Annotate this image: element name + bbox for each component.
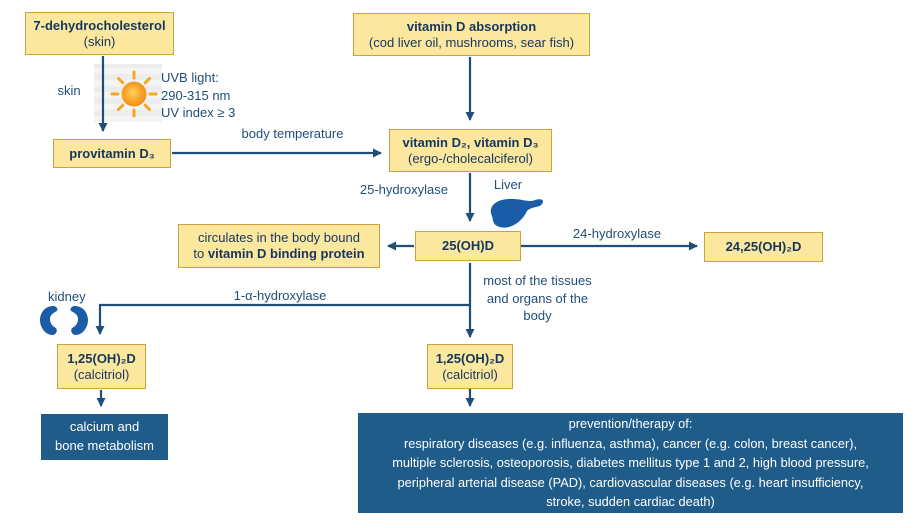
box-line: vitamin D₂, vitamin D₃ [402, 134, 539, 150]
sun-icon [110, 70, 158, 118]
box-line: to vitamin D binding protein [193, 246, 364, 262]
arrow-25ohd-to-calcitriol-left [95, 303, 470, 335]
box-2425ohd: 24,25(OH)₂D [704, 232, 823, 262]
kidney-icon [40, 306, 88, 335]
liver-icon [490, 198, 544, 228]
box-25ohd: 25(OH)D [415, 231, 521, 261]
box-line: 24,25(OH)₂D [725, 239, 802, 255]
box-line: (calcitriol) [442, 366, 498, 382]
label-tissues-line: and organs of the [486, 290, 589, 306]
box-vitamin-d-absorption: vitamin D absorption (cod liver oil, mus… [353, 13, 590, 56]
box-line: (ergo-/cholecalciferol) [408, 150, 533, 166]
label-liver: Liver [493, 177, 523, 192]
prevention-line: peripheral arterial disease (PAD), cardi… [397, 474, 864, 490]
prevention-line: multiple sclerosis, osteoporosis, diabet… [392, 455, 869, 471]
box-line: calcium and [69, 419, 140, 435]
box-line: bone metabolism [55, 438, 154, 453]
prevention-line: respiratory diseases (e.g. influenza, as… [403, 435, 858, 451]
prevention-line: stroke, sudden cardiac death) [546, 494, 715, 510]
label-uvb-line: UVB light: [161, 70, 219, 85]
box-line-bold: vitamin D binding protein [207, 246, 365, 261]
box-line: 7-dehydrocholesterol [33, 17, 166, 33]
box-binding-protein: circulates in the body bound to vitamin … [178, 224, 380, 268]
label-kidney: kidney [48, 289, 86, 304]
label-uvb-line: UV index ≥ 3 [161, 105, 236, 120]
box-line: (calcitriol) [73, 366, 130, 382]
label-24-hydroxylase: 24-hydroxylase [572, 226, 662, 241]
box-calcium-bone: calcium and bone metabolism [41, 414, 168, 460]
label-25-hydroxylase: 25-hydroxylase [359, 182, 448, 197]
box-line-prefix: to [193, 246, 208, 261]
box-line: vitamin D absorption [406, 18, 537, 34]
box-line: provitamin D₃ [69, 145, 155, 161]
box-line: 1,25(OH)₂D [67, 350, 136, 366]
box-vitamin-d2-d3: vitamin D₂, vitamin D₃ (ergo-/cholecalci… [389, 129, 552, 172]
label-tissues-line: body [523, 308, 552, 323]
label-tissues-line: most of the tissues [483, 273, 592, 288]
box-provitamin-d3: provitamin D₃ [53, 139, 171, 168]
box-line: (skin) [83, 33, 116, 49]
label-1-alpha-hydroxylase: 1-α-hydroxylase [233, 288, 327, 303]
prevention-title: prevention/therapy of: [568, 416, 693, 432]
label-tissues-organs: most of the tissues and organs of the bo… [470, 272, 605, 325]
label-uvb: UVB light: 290-315 nm UV index ≥ 3 [161, 69, 281, 122]
label-body-temperature: body temperature [241, 126, 344, 141]
label-uvb-line: 290-315 nm [161, 87, 231, 103]
box-calcitriol-left: 1,25(OH)₂D (calcitriol) [57, 344, 146, 389]
box-line: circulates in the body bound [198, 230, 360, 246]
label-skin: skin [57, 83, 81, 98]
box-calcitriol-center: 1,25(OH)₂D (calcitriol) [427, 344, 513, 389]
box-line: (cod liver oil, mushrooms, sear fish) [368, 34, 575, 50]
box-line: 1,25(OH)₂D [435, 350, 505, 366]
box-prevention-therapy: prevention/therapy of: respiratory disea… [358, 413, 903, 513]
box-line: 25(OH)D [441, 238, 494, 254]
box-7-dehydrocholesterol: 7-dehydrocholesterol (skin) [25, 12, 174, 55]
